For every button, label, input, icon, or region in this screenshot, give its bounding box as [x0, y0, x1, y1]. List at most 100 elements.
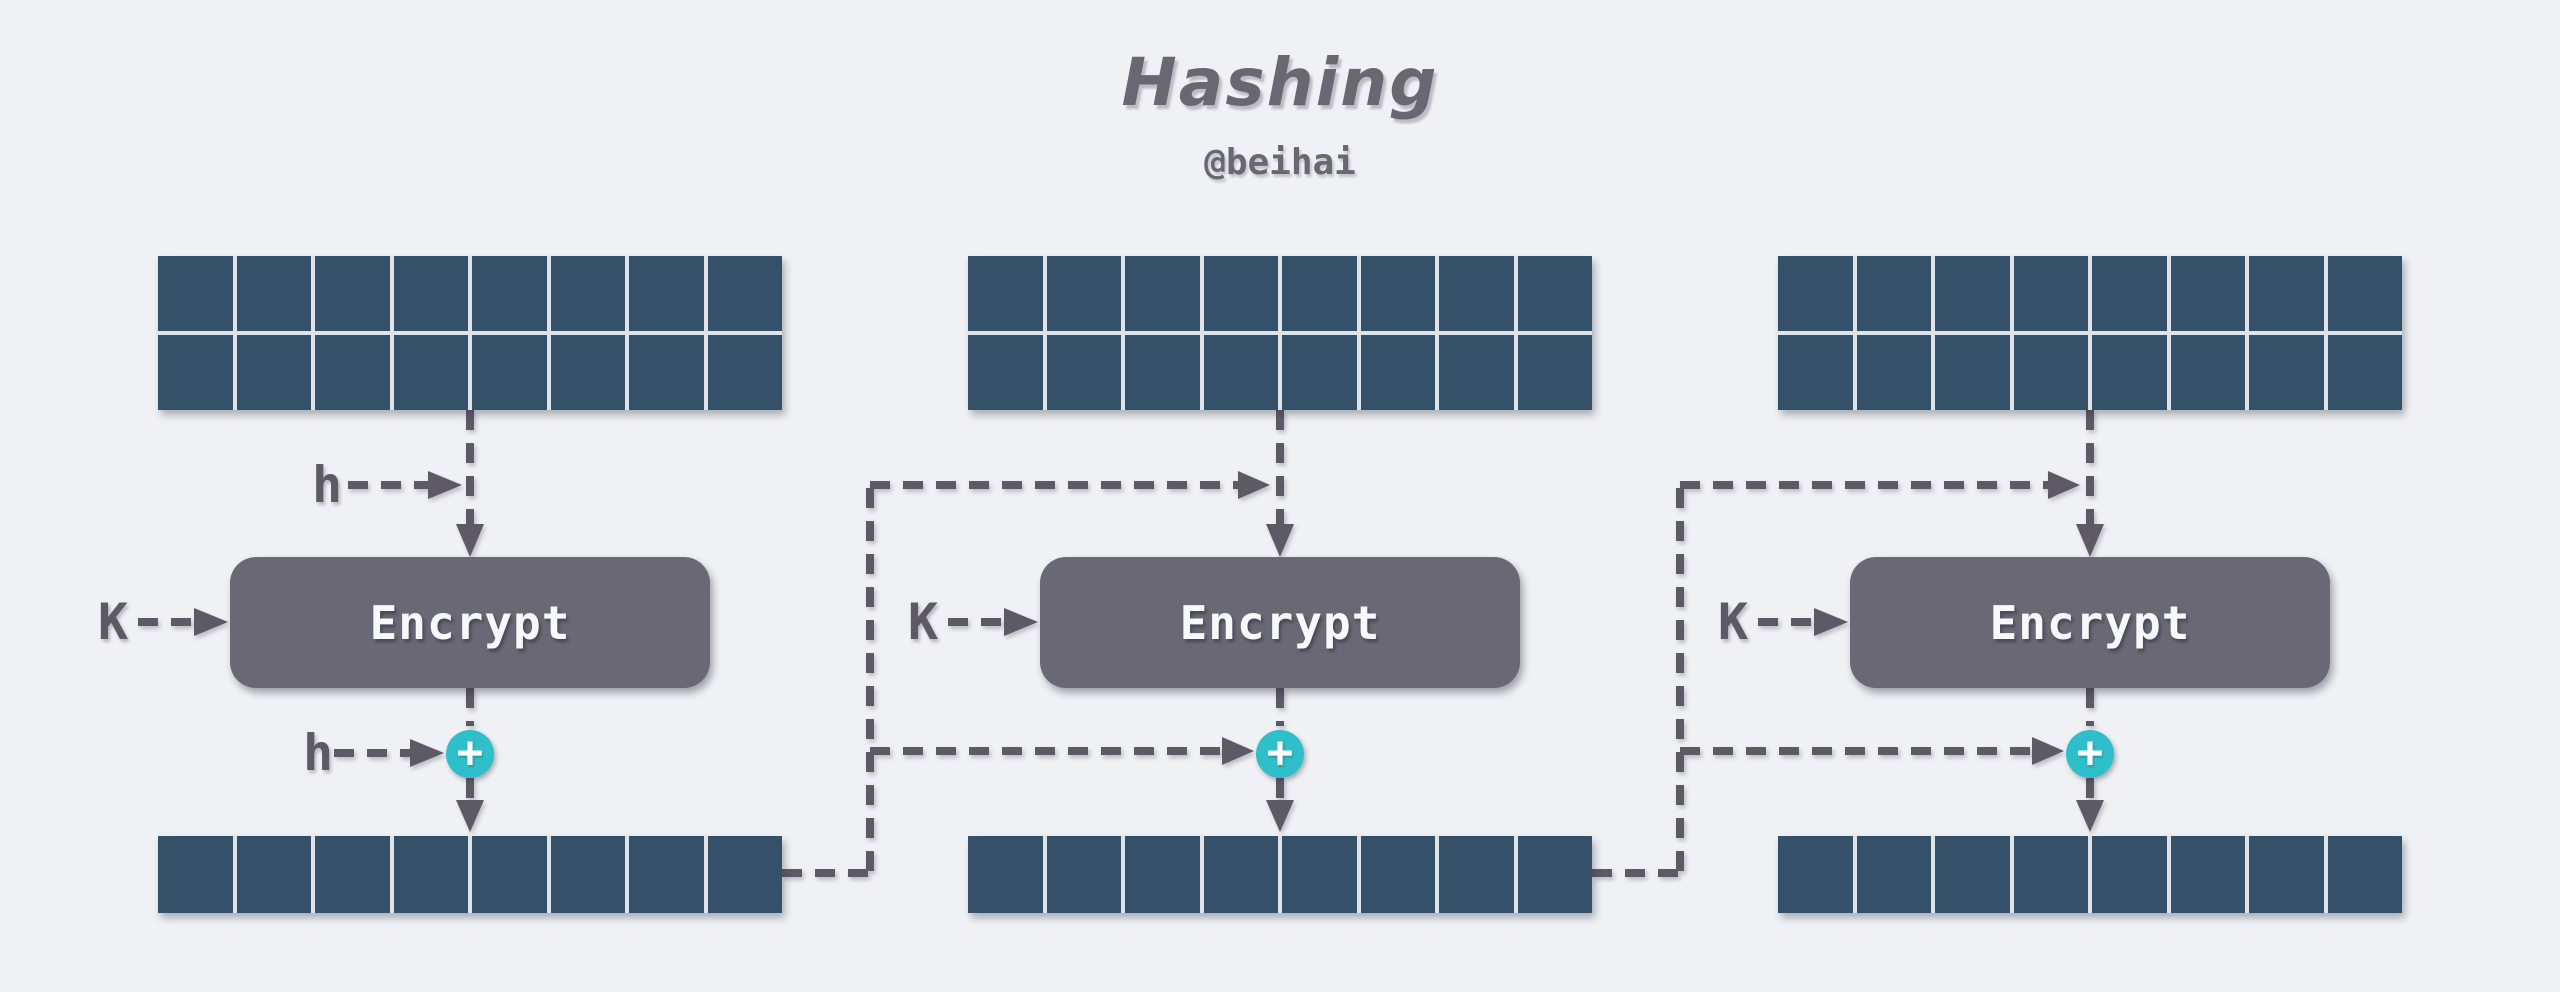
bit-cell — [550, 256, 625, 331]
bit-cell — [2013, 335, 2088, 410]
bit-cell — [1360, 836, 1435, 913]
digest-grid — [1778, 836, 2402, 913]
block2-connectors — [948, 410, 1294, 832]
bit-cell — [1856, 836, 1931, 913]
bit-cell — [1125, 256, 1200, 331]
xor-node: + — [2066, 730, 2114, 778]
bit-cell — [2092, 335, 2167, 410]
bit-cell — [2170, 335, 2245, 410]
bit-cell — [1778, 256, 1853, 331]
bit-cell — [2249, 256, 2324, 331]
digest-grid — [158, 836, 782, 913]
plus-icon: + — [2076, 726, 2104, 778]
bit-cell — [236, 256, 311, 331]
bit-cell — [707, 335, 782, 410]
digest-grid — [968, 836, 1592, 913]
bit-cell — [158, 836, 233, 913]
bit-cell — [1046, 256, 1121, 331]
plus-icon: + — [456, 726, 484, 778]
chain-2-to-3 — [1592, 471, 2080, 877]
message-block-grid — [1778, 256, 2402, 410]
bit-cell — [1046, 335, 1121, 410]
bit-cell — [1125, 836, 1200, 913]
bit-cell — [2249, 335, 2324, 410]
bit-cell — [1778, 335, 1853, 410]
encrypt-label: Encrypt — [1989, 595, 2191, 650]
bit-cell — [1778, 836, 1853, 913]
key-label: K — [97, 593, 129, 651]
hash-feedforward-label: h — [302, 724, 334, 782]
bit-cell — [393, 335, 468, 410]
hash-block-2: K Encrypt + — [908, 0, 1592, 992]
bit-cell — [1439, 335, 1514, 410]
bit-cell — [550, 836, 625, 913]
encrypt-box: Encrypt — [230, 557, 710, 688]
encrypt-label: Encrypt — [1179, 595, 1381, 650]
bit-cell — [2327, 256, 2402, 331]
xor-node: + — [446, 730, 494, 778]
bit-cell — [236, 335, 311, 410]
plus-icon: + — [1266, 726, 1294, 778]
bit-cell — [2249, 836, 2324, 913]
key-label: K — [907, 593, 939, 651]
bit-cell — [629, 335, 704, 410]
bit-cell — [315, 836, 390, 913]
encrypt-label: Encrypt — [369, 595, 571, 650]
bit-cell — [393, 836, 468, 913]
bit-cell — [629, 256, 704, 331]
bit-cell — [707, 836, 782, 913]
bit-cell — [472, 335, 547, 410]
bit-cell — [1046, 836, 1121, 913]
encrypt-box: Encrypt — [1040, 557, 1520, 688]
bit-cell — [2170, 256, 2245, 331]
bit-cell — [550, 335, 625, 410]
bit-cell — [1282, 836, 1357, 913]
bit-cell — [315, 256, 390, 331]
bit-cell — [2013, 256, 2088, 331]
bit-cell — [1282, 256, 1357, 331]
bit-cell — [707, 256, 782, 331]
bit-cell — [1517, 256, 1592, 331]
bit-cell — [1935, 335, 2010, 410]
bit-cell — [1360, 256, 1435, 331]
bit-cell — [1856, 256, 1931, 331]
bit-cell — [968, 836, 1043, 913]
bit-cell — [1125, 335, 1200, 410]
key-label: K — [1717, 593, 1749, 651]
hash-input-label: h — [311, 456, 343, 514]
message-block-grid — [158, 256, 782, 410]
bit-cell — [1203, 836, 1278, 913]
bit-cell — [968, 335, 1043, 410]
bit-cell — [158, 256, 233, 331]
bit-cell — [236, 836, 311, 913]
bit-cell — [1439, 256, 1514, 331]
bit-cell — [393, 256, 468, 331]
bit-cell — [2170, 836, 2245, 913]
encrypt-box: Encrypt — [1850, 557, 2330, 688]
bit-cell — [1203, 256, 1278, 331]
hash-block-3: K Encrypt + — [1718, 0, 2402, 992]
bit-cell — [2327, 836, 2402, 913]
bit-cell — [158, 335, 233, 410]
attribution: @beihai — [1204, 142, 1356, 183]
block3-connectors — [1758, 410, 2104, 832]
bit-cell — [2092, 836, 2167, 913]
message-block-grid — [968, 256, 1592, 410]
hash-block-1: h K Encrypt h + — [98, 0, 782, 992]
bit-cell — [1360, 335, 1435, 410]
bit-cell — [1935, 256, 2010, 331]
bit-cell — [1203, 335, 1278, 410]
bit-cell — [2092, 256, 2167, 331]
bit-cell — [1856, 335, 1931, 410]
page-title: Hashing — [1121, 44, 1439, 121]
bit-cell — [1282, 335, 1357, 410]
bit-cell — [629, 836, 704, 913]
bit-cell — [1439, 836, 1514, 913]
bit-cell — [315, 335, 390, 410]
xor-node: + — [1256, 730, 1304, 778]
bit-cell — [2327, 335, 2402, 410]
bit-cell — [472, 256, 547, 331]
chain-1-to-2 — [782, 471, 1270, 877]
